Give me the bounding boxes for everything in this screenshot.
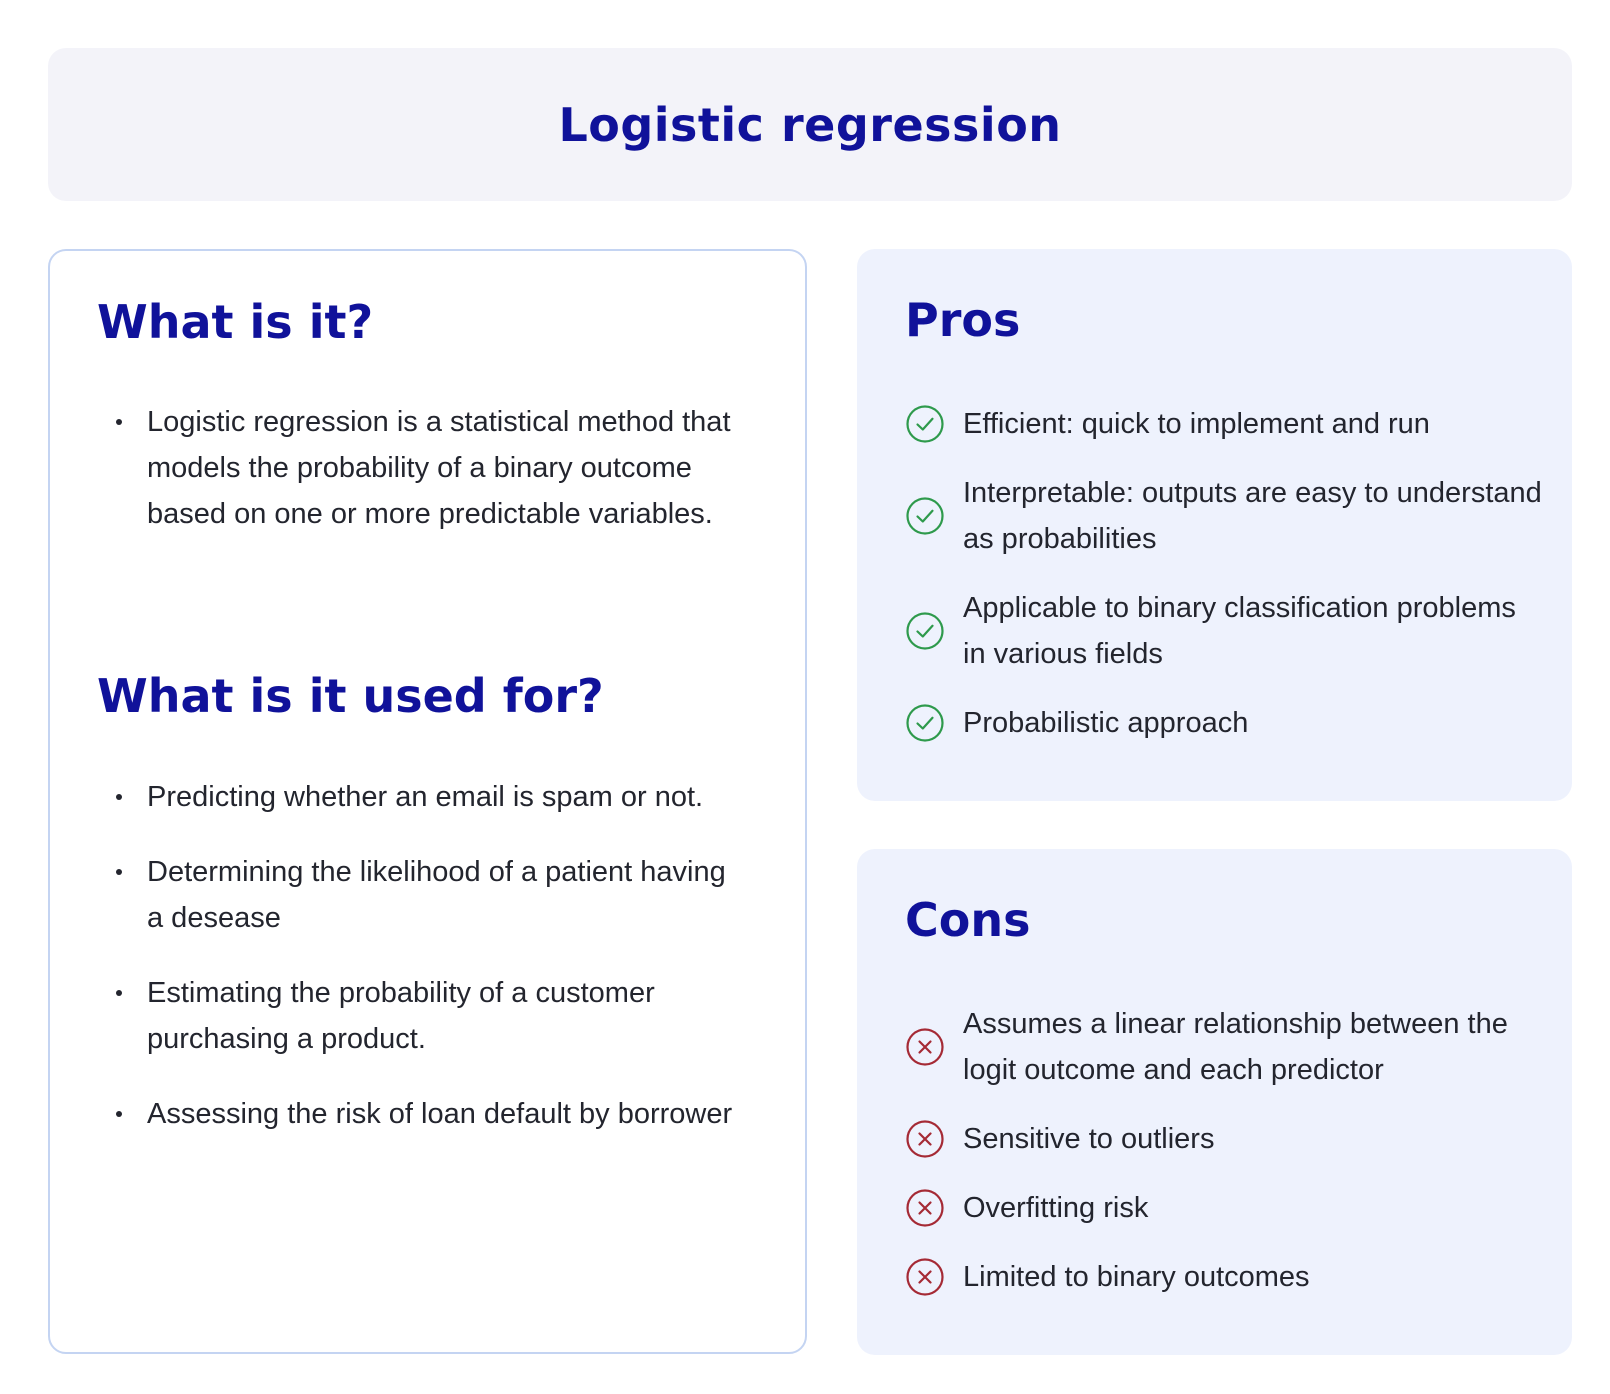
- check-circle-icon: [905, 611, 945, 651]
- list-item: Assessing the risk of loan default by bo…: [99, 1091, 739, 1137]
- what-is-it-heading: What is it?: [97, 295, 374, 349]
- pros-item: Efficient: quick to implement and run: [905, 401, 1545, 447]
- pros-item: Probabilistic approach: [905, 700, 1545, 746]
- title-banner: Logistic regression: [48, 48, 1572, 201]
- cons-list: Assumes a linear relationship between th…: [905, 1001, 1545, 1323]
- list-item: Predicting whether an email is spam or n…: [99, 774, 739, 820]
- definition-card: What is it? Logistic regression is a sta…: [48, 249, 807, 1354]
- pros-item-label: Probabilistic approach: [963, 707, 1249, 739]
- check-circle-icon: [905, 496, 945, 536]
- check-circle-icon: [905, 703, 945, 743]
- list-item: Determining the likelihood of a patient …: [99, 849, 739, 941]
- pros-item-label: Efficient: quick to implement and run: [963, 408, 1430, 440]
- cons-item-label: Assumes a linear relationship between th…: [963, 1008, 1508, 1086]
- pros-item: Interpretable: outputs are easy to under…: [905, 470, 1545, 562]
- cons-heading: Cons: [905, 893, 1031, 947]
- used-for-list: Predicting whether an email is spam or n…: [99, 774, 739, 1166]
- cons-item: Assumes a linear relationship between th…: [905, 1001, 1545, 1093]
- cons-item-label: Limited to binary outcomes: [963, 1261, 1310, 1293]
- pros-heading: Pros: [905, 293, 1021, 347]
- cons-item-label: Overfitting risk: [963, 1192, 1149, 1224]
- list-item: Logistic regression is a statistical met…: [99, 399, 739, 537]
- bullet-dot-icon: [116, 794, 122, 800]
- bullet-dot-icon: [116, 869, 122, 875]
- cross-circle-icon: [905, 1027, 945, 1067]
- cross-circle-icon: [905, 1119, 945, 1159]
- cons-panel: Cons Assumes a linear relationship betwe…: [857, 849, 1572, 1355]
- pros-panel: Pros Efficient: quick to implement and r…: [857, 249, 1572, 801]
- cons-item-label: Sensitive to outliers: [963, 1123, 1215, 1155]
- what-is-it-list: Logistic regression is a statistical met…: [99, 399, 739, 566]
- bullet-dot-icon: [116, 1111, 122, 1117]
- used-for-heading: What is it used for?: [97, 669, 604, 723]
- cross-circle-icon: [905, 1257, 945, 1297]
- bullet-dot-icon: [116, 990, 122, 996]
- page-title: Logistic regression: [558, 97, 1062, 152]
- pros-item-label: Applicable to binary classification prob…: [963, 592, 1516, 670]
- cons-item: Limited to binary outcomes: [905, 1254, 1545, 1300]
- list-item: Estimating the probability of a customer…: [99, 970, 739, 1062]
- pros-item: Applicable to binary classification prob…: [905, 585, 1545, 677]
- cons-item: Overfitting risk: [905, 1185, 1545, 1231]
- cons-item: Sensitive to outliers: [905, 1116, 1545, 1162]
- bullet-dot-icon: [116, 419, 122, 425]
- cross-circle-icon: [905, 1188, 945, 1228]
- check-circle-icon: [905, 404, 945, 444]
- pros-item-label: Interpretable: outputs are easy to under…: [963, 477, 1542, 555]
- pros-list: Efficient: quick to implement and run In…: [905, 401, 1545, 769]
